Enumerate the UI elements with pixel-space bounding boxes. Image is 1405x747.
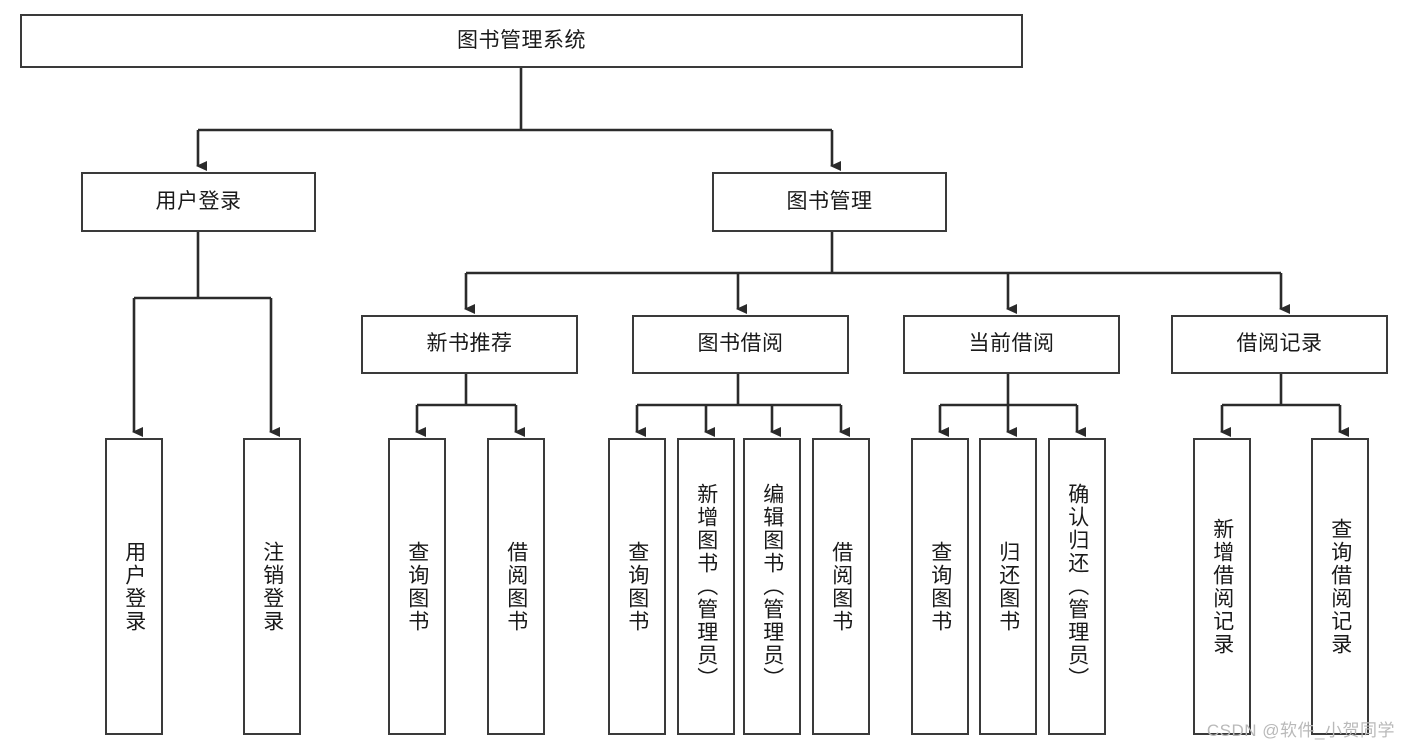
node-book-borrow-label: 图书借阅 — [697, 332, 784, 356]
leaf-current-borrow-3-label: 确认归还（管理员） — [1065, 483, 1089, 690]
leaf-book-borrow-4[interactable]: 借阅图书 — [812, 438, 870, 735]
leaf-book-borrow-3[interactable]: 编辑图书（管理员） — [743, 438, 801, 735]
node-book-borrow[interactable]: 图书借阅 — [632, 315, 849, 374]
leaf-borrow-record-2[interactable]: 查询借阅记录 — [1311, 438, 1369, 735]
leaf-user-login-2-label: 注销登录 — [260, 540, 284, 633]
leaf-user-login-2[interactable]: 注销登录 — [243, 438, 301, 735]
leaf-book-borrow-1[interactable]: 查询图书 — [608, 438, 666, 735]
watermark-text: CSDN @软件_小贺同学 — [1206, 721, 1395, 740]
leaf-borrow-record-2-label: 查询借阅记录 — [1328, 517, 1352, 656]
leaf-borrow-record-1[interactable]: 新增借阅记录 — [1193, 438, 1251, 735]
node-user-login[interactable]: 用户登录 — [81, 172, 316, 232]
leaf-current-borrow-1[interactable]: 查询图书 — [911, 438, 969, 735]
leaf-current-borrow-3[interactable]: 确认归还（管理员） — [1048, 438, 1106, 735]
node-root-book-management-system[interactable]: 图书管理系统 — [20, 14, 1023, 68]
node-borrow-record-label: 借阅记录 — [1236, 332, 1323, 356]
node-new-book-recommend-label: 新书推荐 — [426, 332, 513, 356]
node-current-borrow-label: 当前借阅 — [968, 332, 1055, 356]
leaf-current-borrow-2-label: 归还图书 — [996, 540, 1020, 633]
leaf-book-borrow-1-label: 查询图书 — [625, 540, 649, 633]
leaf-new-book-recommend-2[interactable]: 借阅图书 — [487, 438, 545, 735]
node-user-login-label: 用户登录 — [155, 189, 242, 213]
leaf-current-borrow-2[interactable]: 归还图书 — [979, 438, 1037, 735]
leaf-book-borrow-2[interactable]: 新增图书（管理员） — [677, 438, 735, 735]
leaf-new-book-recommend-1[interactable]: 查询图书 — [388, 438, 446, 735]
node-root-label: 图书管理系统 — [457, 28, 586, 52]
leaf-book-borrow-4-label: 借阅图书 — [829, 540, 853, 633]
node-current-borrow[interactable]: 当前借阅 — [903, 315, 1120, 374]
leaf-new-book-recommend-2-label: 借阅图书 — [504, 540, 528, 633]
node-book-management-label: 图书管理 — [786, 189, 873, 213]
leaf-book-borrow-2-label: 新增图书（管理员） — [694, 483, 718, 690]
node-borrow-record[interactable]: 借阅记录 — [1171, 315, 1388, 374]
leaf-new-book-recommend-1-label: 查询图书 — [405, 540, 429, 633]
leaf-user-login-1-label: 用户登录 — [122, 540, 146, 633]
leaf-user-login-1[interactable]: 用户登录 — [105, 438, 163, 735]
leaf-borrow-record-1-label: 新增借阅记录 — [1210, 517, 1234, 656]
node-new-book-recommend[interactable]: 新书推荐 — [361, 315, 578, 374]
leaf-book-borrow-3-label: 编辑图书（管理员） — [760, 483, 784, 690]
node-book-management[interactable]: 图书管理 — [712, 172, 947, 232]
leaf-current-borrow-1-label: 查询图书 — [928, 540, 952, 633]
